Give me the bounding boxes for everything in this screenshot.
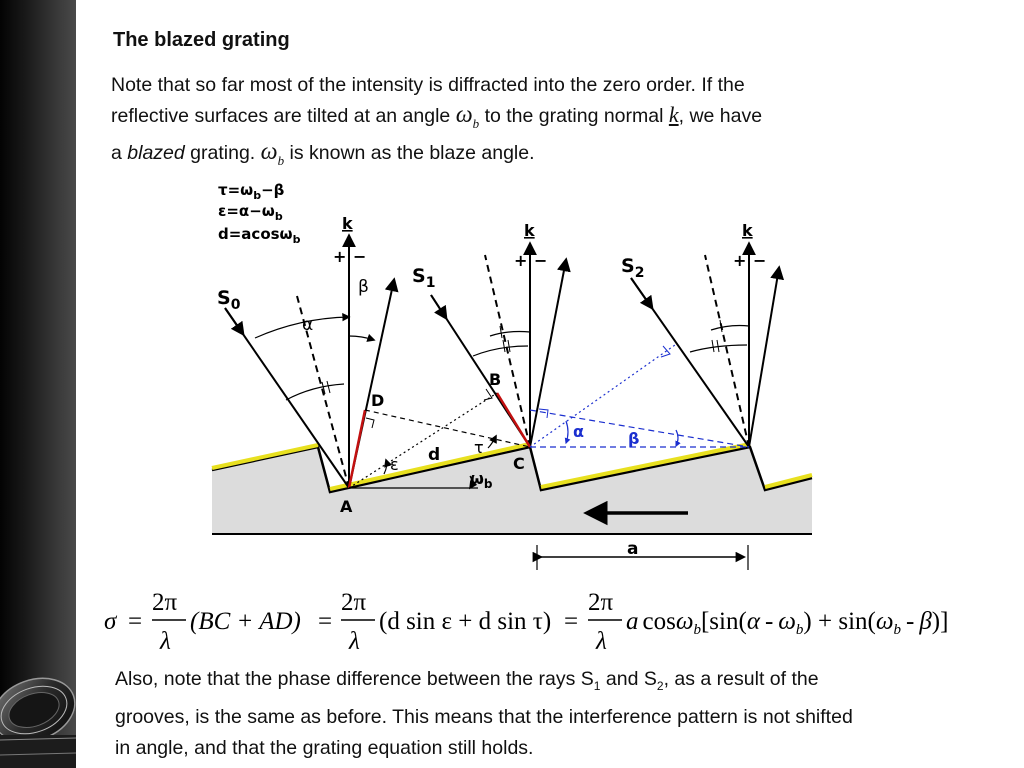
label-s0: S0 (217, 287, 241, 313)
grating-equation: σ = 2π λ (BC + AD) = 2π λ (d sin ε + d s… (104, 589, 948, 655)
label-d: d (428, 445, 440, 465)
point-c: C (513, 454, 525, 473)
segment-bc (495, 392, 532, 448)
eq-lambda: λ (159, 628, 171, 655)
def-tau: τ=ωb−β (218, 181, 285, 202)
slide-title: The blazed grating (113, 29, 290, 51)
eq-term-2: (d sin ε + d sin τ) (379, 608, 551, 635)
intro-text: reflective surfaces are tilted at an ang… (111, 105, 451, 127)
label-alpha-blue: α (573, 422, 584, 441)
eq-sigma: σ (104, 608, 118, 635)
eq-term-1: (BC + AD) (190, 608, 301, 635)
outro-paragraph: Also, note that the phase difference bet… (115, 664, 853, 764)
outro-line-2: grooves, is the same as before. This mea… (115, 705, 853, 728)
label-epsilon: ε (390, 455, 399, 474)
intro-line-2: reflective surfaces are tilted at an ang… (111, 100, 762, 139)
intro-text: is known as the blaze angle. (289, 142, 535, 164)
sign-plus: + (733, 251, 746, 270)
blazed-word: blazed (127, 142, 185, 164)
label-a: a (627, 539, 638, 559)
eq-2pi: 2π (152, 589, 178, 616)
omega-b-symbol: ωb (455, 102, 480, 131)
label-k-3: k (742, 221, 753, 240)
segment-ad (347, 409, 367, 489)
sign-minus: − (534, 251, 547, 270)
label-beta: β (358, 277, 369, 297)
label-k-1: k (342, 214, 353, 233)
slide-sidebar (0, 0, 76, 768)
eq-equals: = (128, 608, 142, 635)
eq-2pi: 2π (341, 589, 367, 616)
outro-line-1: Also, note that the phase difference bet… (115, 668, 819, 693)
intro-text: a (111, 142, 122, 164)
intro-text: grating. (190, 142, 256, 164)
ray-s0 (224, 307, 350, 489)
point-b: B (489, 370, 501, 389)
eq-2pi: 2π (588, 589, 614, 616)
label-tau: τ (474, 438, 484, 457)
camera-lens-icon (0, 677, 76, 768)
sign-plus: + (333, 247, 346, 266)
eq-lambda: λ (348, 628, 360, 655)
label-beta-blue: β (628, 429, 639, 448)
eq-equals: = (318, 608, 332, 635)
label-omega-b: ωb (470, 469, 493, 491)
intro-text: , we have (678, 105, 763, 127)
eq-equals: = (564, 608, 578, 635)
sign-minus: − (353, 247, 366, 266)
grating-substrate (212, 447, 812, 534)
eq-lambda: λ (595, 628, 607, 655)
grating-profile (211, 445, 813, 494)
k-vector-symbol: k (668, 102, 679, 127)
outro-line-3: in angle, and that the grating equation … (115, 736, 534, 759)
def-d: d=acosωb (218, 225, 301, 246)
def-epsilon: ε=α−ωb (218, 202, 283, 223)
label-alpha: α (302, 315, 313, 335)
point-d: D (371, 391, 384, 410)
intro-line-3: a blazed grating. ωb is known as the bla… (111, 137, 535, 176)
intro-line-1: Note that so far most of the intensity i… (111, 74, 745, 96)
omega-b-symbol: ωb (260, 139, 285, 168)
point-a: A (340, 497, 353, 516)
label-s2: S2 (621, 255, 644, 281)
blazed-grating-diagram: τ=ωb−β ε=α−ωb d=acosωb S0 S1 S2 k k k + … (211, 181, 813, 570)
sign-plus: + (514, 251, 527, 270)
label-s1: S1 (412, 265, 435, 291)
sign-minus: − (753, 251, 766, 270)
label-k-2: k (524, 221, 535, 240)
intro-text: to the grating normal (484, 105, 664, 127)
